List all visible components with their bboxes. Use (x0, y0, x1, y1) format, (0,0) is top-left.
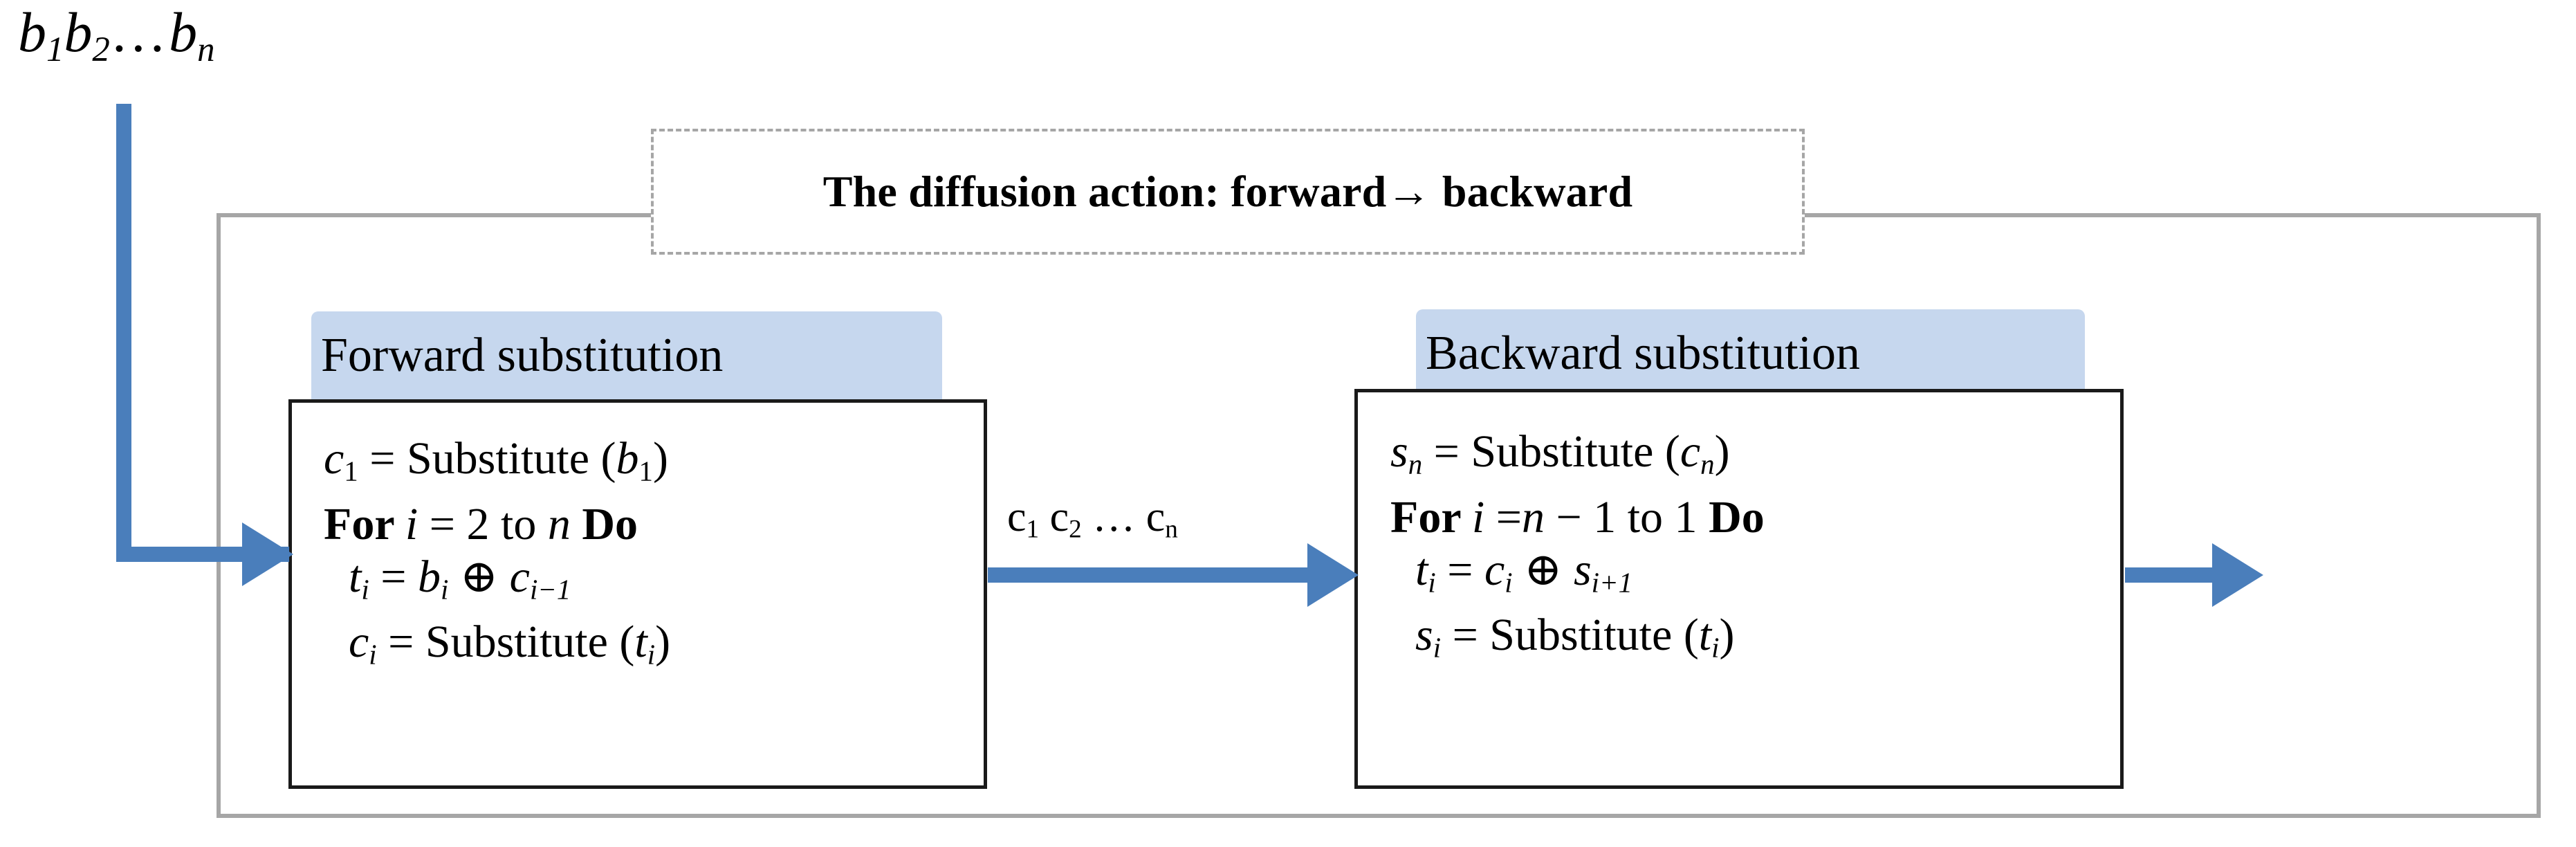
code-segment-2: = Substitute ( (1422, 426, 1680, 477)
code-segment-2: = (1435, 544, 1484, 595)
output-arrow-head-icon (2212, 543, 2263, 607)
code-segment-3: 2 (1069, 515, 1082, 544)
code-segment-0: t (349, 551, 362, 602)
code-segment-1: i (1428, 567, 1436, 599)
code-segment-4: 1 (638, 455, 653, 487)
code-segment-4: … c (1081, 493, 1166, 540)
code-segment-1: i (369, 639, 377, 671)
code-segment-5: ⊕ (1512, 544, 1574, 595)
code-segment-4: i (1505, 567, 1513, 599)
code-segment-1: 1 (1026, 515, 1040, 544)
code-segment-0: c (1007, 493, 1027, 540)
feedback-frame-top-right-segment (1803, 213, 2541, 217)
code-segment-5: ) (1719, 610, 1735, 661)
code-segment-1: i (1433, 632, 1442, 664)
forward-substitution-title: Forward substitution (311, 311, 942, 401)
code-segment-2: c (1039, 493, 1069, 540)
forward-code-line-3: ti = bi ⊕ ci−1 (324, 551, 670, 617)
code-segment-1: i (361, 574, 369, 605)
input-arrow-vertical-shaft (116, 104, 131, 562)
input-ellipsis: … (109, 1, 169, 64)
forward-code-line-1: c1 = Substitute (b1) (324, 432, 670, 498)
forward-substitution-box (288, 399, 987, 789)
code-segment-3: n (547, 498, 571, 549)
backward-substitution-pseudocode: sn = Substitute (cn)For i =n − 1 to 1 Do… (1390, 426, 1765, 675)
input-b1-sub: 1 (46, 30, 64, 69)
code-segment-5: n (1165, 515, 1178, 544)
feedback-frame-left-edge (217, 213, 221, 818)
code-segment-1: n (1408, 448, 1423, 480)
backward-code-line-3: ti = ci ⊕ si+1 (1390, 544, 1765, 610)
code-segment-4: − 1 to 1 (1545, 491, 1709, 543)
code-segment-6: s (1573, 544, 1592, 595)
code-segment-5: ) (1714, 426, 1730, 477)
code-segment-0: For (324, 498, 405, 549)
code-segment-0: c (349, 617, 369, 668)
middle-arrow-head-icon (1307, 543, 1359, 607)
code-segment-4: i (440, 574, 449, 605)
feedback-frame-bottom-edge (217, 814, 2541, 818)
forward-code-line-4: ci = Substitute (ti) (324, 616, 670, 682)
code-segment-3: b (417, 551, 441, 602)
code-segment-3: t (634, 617, 647, 668)
code-segment-4: i (1711, 632, 1720, 664)
code-segment-2: = 2 to (418, 498, 548, 549)
code-segment-3: c (1680, 426, 1701, 477)
backward-substitution-title: Backward substitution (1416, 309, 2085, 392)
input-bn-base: b (169, 1, 198, 64)
middle-arrow-shaft (988, 567, 1313, 583)
code-segment-2: = (1484, 491, 1522, 543)
code-segment-3: c (1484, 544, 1505, 595)
code-segment-5: ⊕ (448, 551, 510, 602)
backward-code-line-4: si = Substitute (ti) (1390, 609, 1765, 675)
code-segment-0: For (1390, 491, 1472, 543)
code-segment-3: b (616, 433, 639, 484)
code-segment-3: t (1698, 610, 1712, 661)
input-arrow-head-icon (242, 522, 293, 586)
code-segment-4: Do (570, 498, 638, 549)
code-segment-1: 1 (344, 455, 358, 487)
code-segment-3: n (1522, 491, 1545, 543)
backward-code-line-1: sn = Substitute (cn) (1390, 426, 1765, 491)
backward-code-line-2: For i =n − 1 to 1 Do (1390, 491, 1765, 544)
output-arrow-shaft (2125, 567, 2225, 583)
code-segment-2: = Substitute ( (358, 433, 616, 484)
input-bitstream-label: b1b2…bn (18, 1, 215, 69)
input-b2-base: b (64, 1, 93, 64)
code-segment-4: n (1700, 448, 1715, 480)
intermediate-ciphertext-label: c1 c2 … cn (1007, 493, 1178, 544)
code-segment-0: s (1415, 610, 1433, 661)
diffusion-action-banner-text: The diffusion action: forward→ backward (822, 167, 1633, 216)
code-segment-2: = (369, 551, 418, 602)
code-segment-5: ) (652, 433, 668, 484)
code-segment-2: = Substitute ( (1441, 610, 1699, 661)
code-segment-6: c (509, 551, 530, 602)
code-segment-5: Do (1709, 491, 1765, 543)
code-segment-5: ) (655, 617, 671, 668)
forward-code-line-2: For i = 2 to n Do (324, 498, 670, 551)
code-segment-1: i (1471, 491, 1485, 543)
input-b1-base: b (18, 1, 46, 64)
code-segment-0: s (1390, 426, 1408, 477)
diffusion-action-banner: The diffusion action: forward→ backward (651, 129, 1805, 255)
code-segment-1: i (405, 498, 418, 549)
code-segment-7: i−1 (529, 574, 571, 605)
code-segment-0: c (324, 433, 344, 484)
input-bn-sub: n (197, 30, 215, 69)
code-segment-0: t (1415, 544, 1428, 595)
backward-substitution-box (1354, 389, 2124, 789)
code-segment-7: i+1 (1591, 567, 1633, 599)
input-b2-sub: 2 (92, 30, 110, 69)
feedback-frame-right-edge (2537, 213, 2541, 818)
feedback-frame-top-left-segment (217, 213, 654, 217)
code-segment-4: i (647, 639, 656, 671)
code-segment-2: = Substitute ( (376, 617, 635, 668)
